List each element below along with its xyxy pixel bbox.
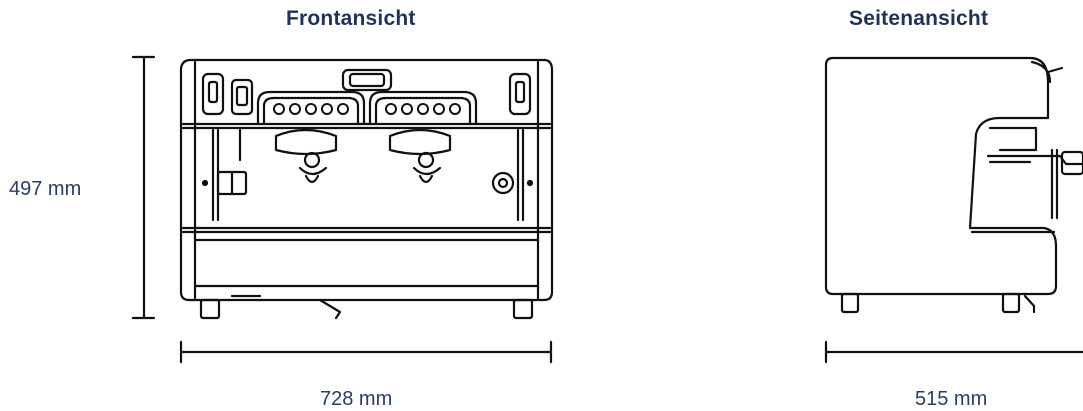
width-dimension-label: 728 mm — [320, 388, 393, 410]
depth-dimension-label: 515 mm — [915, 388, 988, 410]
width-dimension-line — [179, 340, 553, 364]
height-dimension-line — [131, 55, 156, 320]
side-view-machine — [824, 56, 1083, 314]
front-view-machine — [179, 58, 554, 320]
height-dimension-label: 497 mm — [9, 178, 82, 200]
depth-dimension-line — [824, 340, 1083, 364]
front-view-title: Frontansicht — [286, 7, 416, 30]
side-view-title: Seitenansicht — [849, 7, 989, 30]
